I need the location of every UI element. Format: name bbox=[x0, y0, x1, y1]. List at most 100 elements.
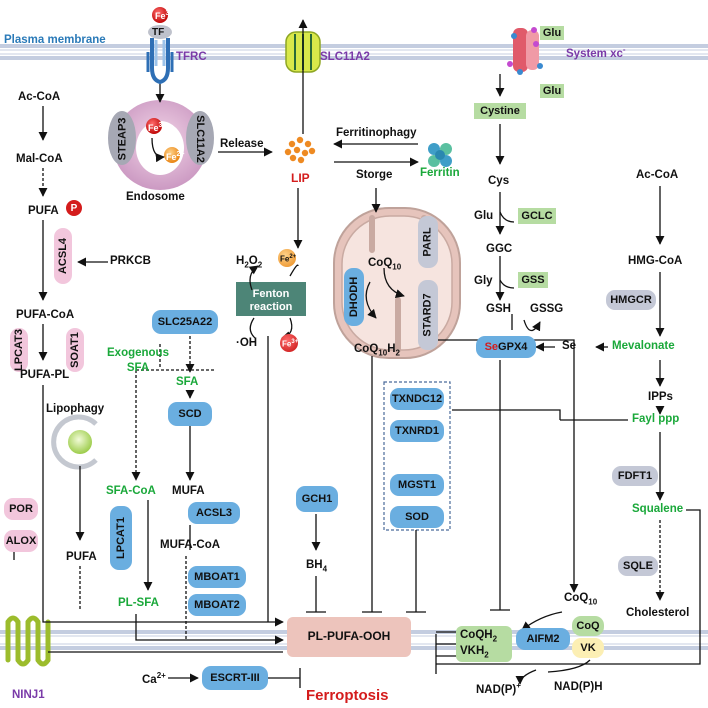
gch1-pill: GCH1 bbox=[296, 486, 338, 512]
pufa-bottom: PUFA bbox=[66, 551, 97, 563]
membrane-top bbox=[0, 44, 708, 60]
scd-pill: SCD bbox=[168, 402, 212, 426]
pufa-top: PUFA bbox=[28, 205, 59, 217]
fdft1-pill: FDFT1 bbox=[612, 466, 658, 486]
oh-radical-label: ·OH bbox=[236, 337, 258, 349]
ninj1-graphic bbox=[5, 615, 51, 667]
release-label: Release bbox=[220, 138, 264, 150]
ac-coa-right: Ac-CoA bbox=[636, 169, 679, 181]
lpcat1-pill: LPCAT1 bbox=[110, 506, 132, 570]
fe3-ion-endosome bbox=[146, 118, 162, 134]
stard7-pill: STARD7 bbox=[418, 280, 438, 350]
calcium-label: Ca2+ bbox=[142, 671, 166, 686]
pl-pufa-ooh-label: PL-PUFA-OOH bbox=[307, 629, 391, 643]
fe3-label-endosome: Fe3+ bbox=[148, 122, 167, 133]
plasma-membrane-label: Plasma membrane bbox=[4, 34, 106, 46]
glu-bottom-box: Glu bbox=[540, 84, 564, 98]
sqle-pill: SQLE bbox=[618, 556, 658, 576]
mufa-label: MUFA bbox=[172, 485, 205, 497]
txnrd1-pill: TXNRD1 bbox=[390, 420, 444, 442]
fe2-label-endosome: Fe2+ bbox=[166, 151, 185, 162]
lpcat3-pill: LPCAT3 bbox=[10, 328, 28, 372]
ferritin-label: Ferritin bbox=[420, 167, 460, 179]
slc11a2-top-label: SLC11A2 bbox=[320, 51, 370, 63]
system-xc-label: System xc- bbox=[566, 45, 626, 60]
pl-sfa-label: PL-SFA bbox=[118, 597, 159, 609]
fenton-reaction-label: Fenton reaction bbox=[249, 288, 293, 314]
aifm2-pill: AIFM2 bbox=[516, 628, 570, 650]
mal-coa: Mal-CoA bbox=[16, 153, 63, 165]
sfa-coa-label: SFA-CoA bbox=[106, 485, 156, 497]
txndc12-pill: TXNDC12 bbox=[390, 388, 444, 410]
fe3-ion-fenton bbox=[280, 334, 298, 352]
nadph-label: NAD(P)H bbox=[554, 681, 603, 693]
fe3-label-top: Fe3+ bbox=[155, 10, 174, 21]
coqh2-vkh2-box bbox=[456, 626, 512, 662]
parl-pill: PARL bbox=[418, 216, 438, 268]
cystine-box: Cystine bbox=[474, 103, 526, 119]
antioxidant-enzyme-group-frame bbox=[383, 381, 451, 531]
hmgcr-pill: HMGCR bbox=[606, 290, 656, 310]
hmg-coa-label: HMG-CoA bbox=[628, 255, 683, 267]
mgst1-pill: MGST1 bbox=[390, 474, 444, 496]
tfrc-receptor-graphic bbox=[146, 25, 174, 85]
gclc-box: GCLC bbox=[518, 208, 556, 224]
coq10-right-label: CoQ10 bbox=[564, 592, 598, 607]
coq-pill: CoQ bbox=[572, 616, 604, 636]
h2o2-label: H2O2 bbox=[236, 255, 263, 270]
slc25a22-pill: SLC25A22 bbox=[152, 310, 218, 334]
mufa-coa-label: MUFA-CoA bbox=[160, 539, 221, 551]
squalene-label: Squalene bbox=[632, 503, 684, 515]
endosome-graphic bbox=[108, 100, 214, 190]
storge-label: Storge bbox=[356, 169, 393, 181]
mevalonate-label: Mevalonate bbox=[612, 340, 675, 352]
fenton-reaction-box bbox=[236, 282, 306, 316]
pufa-pl: PUFA-PL bbox=[20, 369, 70, 381]
coq10-mito-label: CoQ10 bbox=[368, 257, 402, 272]
fe2-ion-endosome bbox=[164, 147, 180, 163]
coq10h2-mito-label: CoQ10H2 bbox=[354, 343, 400, 358]
fe2-label-fenton: Fe2+ bbox=[280, 254, 297, 264]
gly-label: Gly bbox=[474, 275, 493, 287]
ninj1-label: NINJ1 bbox=[12, 689, 45, 701]
por-pill: POR bbox=[4, 498, 38, 520]
endosome-label: Endosome bbox=[126, 191, 185, 203]
gss-box: GSS bbox=[518, 272, 548, 288]
lipophagy-autophagosome-graphic bbox=[51, 414, 98, 470]
escrt-iii-pill: ESCRT-III bbox=[202, 666, 268, 690]
lipophagy-label: Lipophagy bbox=[46, 403, 105, 415]
acsl4-pill: ACSL4 bbox=[54, 228, 72, 284]
gssg-label: GSSG bbox=[530, 303, 564, 315]
system-xc-transporter-graphic bbox=[507, 27, 543, 75]
cholesterol-label: Cholesterol bbox=[626, 607, 690, 619]
ac-coa-left: Ac-CoA bbox=[18, 91, 61, 103]
gsh-label: GSH bbox=[486, 303, 511, 315]
se-label: Se bbox=[562, 340, 577, 352]
ferritin-graphic bbox=[428, 143, 452, 167]
sfa-label: SFA bbox=[176, 376, 199, 388]
steap3-label: STEAP3 bbox=[116, 117, 129, 161]
prkcb-label: PRKCB bbox=[110, 255, 151, 267]
cys-label: Cys bbox=[488, 175, 510, 187]
tfrc-label: TFRC bbox=[176, 51, 207, 63]
acsl3-pill: ACSL3 bbox=[188, 502, 240, 524]
vk-pill: VK bbox=[572, 638, 604, 658]
mboat2-pill: MBOAT2 bbox=[188, 594, 246, 616]
glu-gclc-label: Glu bbox=[474, 210, 494, 222]
lip-label: LIP bbox=[291, 171, 310, 185]
ipps-label: IPPs bbox=[648, 391, 673, 403]
fe3-ion-top bbox=[152, 7, 168, 23]
nadp-plus-label: NAD(P)+ bbox=[476, 681, 521, 696]
glu-top-box: Glu bbox=[540, 26, 564, 40]
coqh2-label: CoQH2 bbox=[460, 629, 498, 644]
pl-pufa-ooh-box bbox=[287, 617, 411, 657]
bh4-label: BH4 bbox=[306, 559, 328, 574]
fayl-ppp-label: Fayl ppp bbox=[632, 413, 680, 425]
sod-pill: SOD bbox=[390, 506, 444, 528]
alox-pill: ALOX bbox=[4, 530, 38, 552]
ggc-label: GGC bbox=[486, 243, 513, 255]
tf-label: TF bbox=[152, 27, 165, 38]
fe3-label-fenton: Fe3+ bbox=[282, 339, 299, 349]
